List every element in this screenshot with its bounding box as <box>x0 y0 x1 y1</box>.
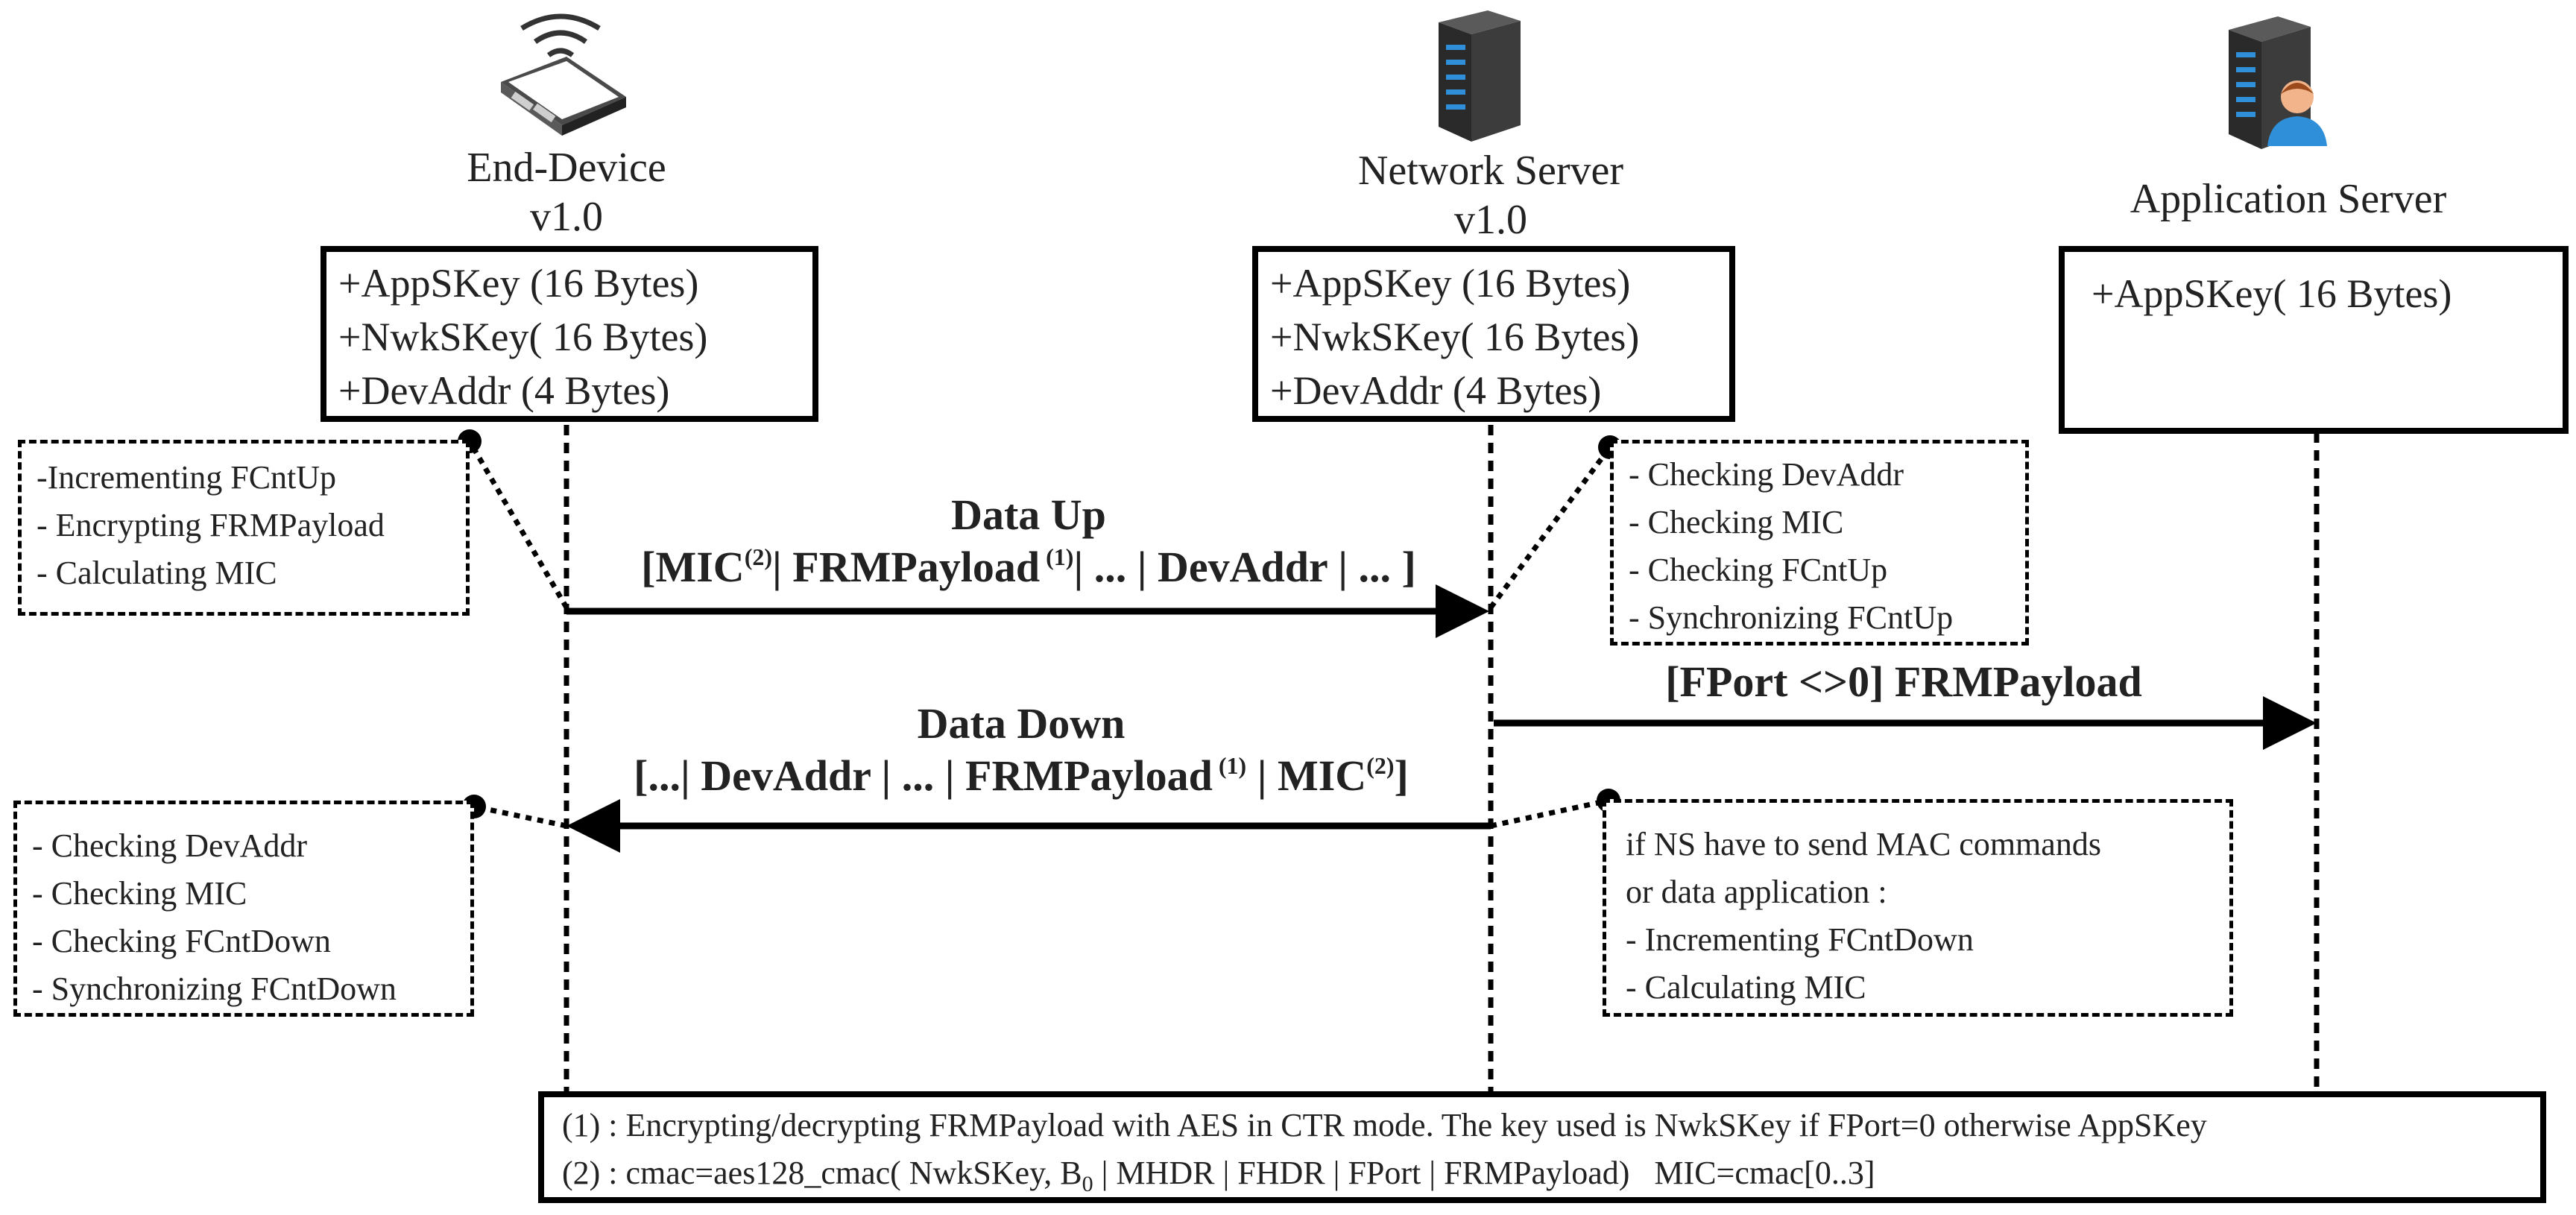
end-device-version: v1.0 <box>530 194 603 240</box>
application-server-label: Application Server <box>2057 174 2519 224</box>
ns-up-note: - Checking DevAddr - Checking MIC - Chec… <box>1610 440 2029 646</box>
router-icon <box>501 13 626 136</box>
footnote-ref: (1) <box>1212 752 1247 779</box>
connector-ns-down <box>1490 798 1609 829</box>
device-down-note: - Checking DevAddr - Checking MIC - Chec… <box>13 801 474 1017</box>
note-line: - Incrementing FCntDown <box>1626 921 1974 958</box>
end-device-label: End-Device v1.0 <box>417 143 716 242</box>
note-line: - Calculating MIC <box>37 555 277 591</box>
footnote-2-a: (2) : cmac=aes128_cmac( NwkSKey, B <box>562 1155 1082 1191</box>
data-down-label: Data Down [...| DevAddr | ... | FRMPaylo… <box>552 698 1491 802</box>
application-server-name: Application Server <box>2130 176 2447 222</box>
connector-ns-up <box>1489 445 1612 610</box>
footnote-2-b: | MHDR | FHDR | FPort | FRMPayload) MIC=… <box>1093 1155 1875 1191</box>
key-line: +AppSKey( 16 Bytes) <box>2092 271 2452 316</box>
note-line: - Checking MIC <box>32 875 247 912</box>
footnote-ref: (2) <box>1366 752 1395 779</box>
frame-part: [...| DevAddr | ... | FRMPayload <box>634 751 1213 800</box>
end-device-keys-box: +AppSKey (16 Bytes) +NwkSKey( 16 Bytes) … <box>321 246 818 422</box>
data-down-title: Data Down <box>917 699 1126 748</box>
note-line: - Synchronizing FCntDown <box>32 971 397 1007</box>
application-server-keys-box: +AppSKey( 16 Bytes) <box>2059 246 2569 434</box>
note-line: -Incrementing FCntUp <box>37 459 337 496</box>
footnote-ref: (2) <box>744 543 772 570</box>
server-icon <box>1439 10 1521 142</box>
note-line: - Checking FCntDown <box>32 923 331 959</box>
note-line: - Calculating MIC <box>1626 969 1866 1006</box>
data-up-label: Data Up [MIC(2)| FRMPayload (1)| ... | D… <box>566 489 1491 593</box>
connector-device-up <box>467 440 569 609</box>
connector-device-down <box>473 804 567 829</box>
key-line: +DevAddr (4 Bytes) <box>1270 368 1602 413</box>
network-server-label: Network Server v1.0 <box>1312 146 1670 244</box>
key-line: +NwkSKey( 16 Bytes) <box>1270 315 1640 359</box>
key-line: +NwkSKey( 16 Bytes) <box>338 315 708 359</box>
note-line: - Checking DevAddr <box>1629 456 1904 493</box>
data-down-frame: [...| DevAddr | ... | FRMPayload (1) | M… <box>552 750 1491 802</box>
data-up-frame: [MIC(2)| FRMPayload (1)| ... | DevAddr |… <box>566 541 1491 593</box>
footnote-2: (2) : cmac=aes128_cmac( NwkSKey, B0 | MH… <box>562 1149 2522 1208</box>
footnote-ref: (1) <box>1040 543 1074 570</box>
key-line: +AppSKey (16 Bytes) <box>1270 261 1631 306</box>
frame-part: [MIC <box>641 543 745 591</box>
note-line: - Encrypting FRMPayload <box>37 507 385 543</box>
network-server-name: Network Server <box>1357 148 1624 194</box>
application-server-icon <box>2229 16 2327 149</box>
network-server-version: v1.0 <box>1454 197 1527 243</box>
key-line: +AppSKey (16 Bytes) <box>338 261 699 306</box>
note-line: - Synchronizing FCntUp <box>1629 599 1954 636</box>
note-line: - Checking DevAddr <box>32 827 308 864</box>
frame-part: | FRMPayload <box>772 543 1041 591</box>
note-line: if NS have to send MAC commands <box>1626 826 2101 862</box>
note-line: - Checking FCntUp <box>1629 552 1888 588</box>
network-server-keys-box: +AppSKey (16 Bytes) +NwkSKey( 16 Bytes) … <box>1252 246 1735 422</box>
footnote-1: (1) : Encrypting/decrypting FRMPayload w… <box>562 1107 2207 1143</box>
frame-part: | ... | DevAddr | ... ] <box>1073 543 1416 591</box>
footnotes-box: (1) : Encrypting/decrypting FRMPayload w… <box>538 1091 2546 1203</box>
data-up-title: Data Up <box>951 490 1106 539</box>
note-line: - Checking MIC <box>1629 504 1844 540</box>
key-line: +DevAddr (4 Bytes) <box>338 368 670 413</box>
fport-label: [FPort <>0] FRMPayload <box>1494 656 2314 708</box>
note-line: or data application : <box>1626 874 1887 910</box>
fport-text: [FPort <>0] FRMPayload <box>1665 657 2142 706</box>
frame-part: | MIC <box>1246 751 1367 800</box>
end-device-name: End-Device <box>467 145 666 191</box>
device-up-note: -Incrementing FCntUp - Encrypting FRMPay… <box>18 440 470 616</box>
ns-down-note: if NS have to send MAC commands or data … <box>1603 799 2233 1017</box>
frame-part: ] <box>1394 751 1409 800</box>
footnote-2-sub: 0 <box>1082 1171 1093 1196</box>
